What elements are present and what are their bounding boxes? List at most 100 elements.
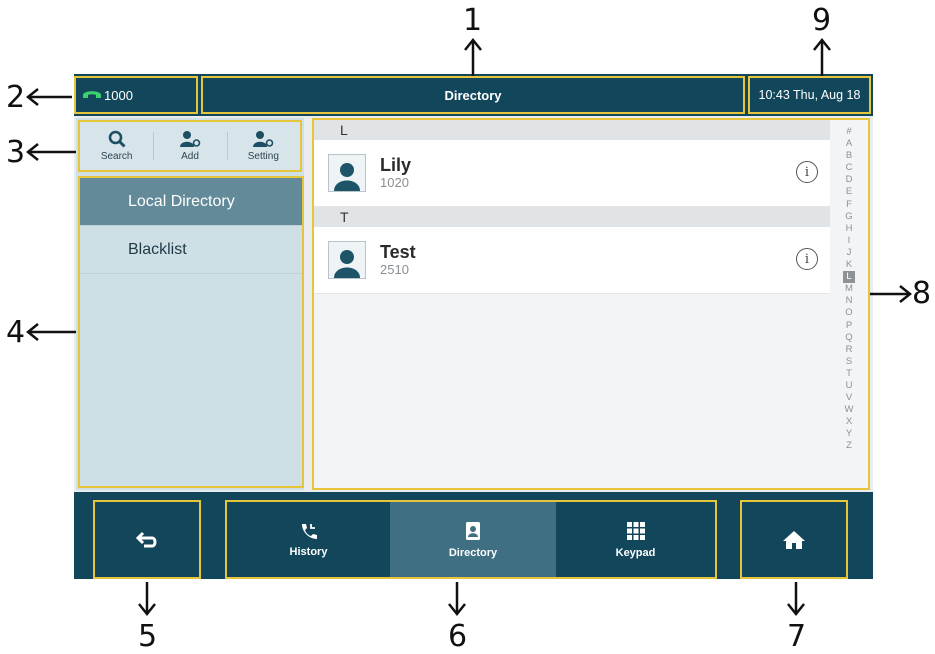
- datetime-box: 10:43 Thu, Aug 18: [748, 76, 871, 114]
- index-letter[interactable]: T: [846, 367, 852, 379]
- call-history-icon: [301, 523, 317, 539]
- callout-6: 6: [448, 619, 468, 654]
- arrow-6: [448, 582, 466, 616]
- contact-name: Lily: [380, 155, 412, 175]
- group-item-local-directory[interactable]: Local Directory: [80, 178, 302, 226]
- page-title-box: Directory: [201, 76, 745, 114]
- page-title: Directory: [444, 87, 502, 103]
- index-letter[interactable]: C: [845, 162, 853, 174]
- search-icon: [108, 130, 126, 148]
- arrow-7: [787, 582, 805, 616]
- index-letter[interactable]: K: [845, 259, 853, 271]
- nav-directory[interactable]: Directory: [390, 502, 556, 577]
- letter-header-label: T: [340, 209, 349, 225]
- index-letter[interactable]: I: [847, 234, 851, 246]
- nav-keypad[interactable]: Keypad: [556, 502, 715, 577]
- setting-button[interactable]: Setting: [226, 122, 300, 170]
- index-letter[interactable]: S: [845, 355, 853, 367]
- add-contact-icon: [179, 131, 201, 147]
- index-letter[interactable]: R: [845, 343, 853, 355]
- index-letter[interactable]: M: [845, 283, 853, 295]
- index-letter[interactable]: J: [846, 246, 852, 258]
- search-label: Search: [100, 151, 133, 162]
- directory-icon: [466, 521, 480, 540]
- info-icon[interactable]: i: [796, 161, 818, 183]
- person-icon: [334, 250, 360, 278]
- callout-5: 5: [138, 619, 158, 654]
- nav-history[interactable]: History: [227, 502, 390, 577]
- index-letter[interactable]: Q: [845, 331, 853, 343]
- index-letter[interactable]: H: [845, 222, 853, 234]
- add-label: Add: [181, 151, 199, 162]
- group-item-blacklist[interactable]: Blacklist: [80, 226, 302, 274]
- contact-row[interactable]: Lily 1020 i: [314, 140, 830, 207]
- letter-header-label: L: [340, 122, 348, 138]
- arrow-5: [138, 582, 156, 616]
- index-letter[interactable]: O: [845, 307, 853, 319]
- nav-directory-label: Directory: [448, 546, 498, 559]
- index-letter[interactable]: W: [844, 404, 854, 416]
- home-button[interactable]: [740, 500, 848, 579]
- callout-8: 8: [912, 276, 932, 311]
- index-letter[interactable]: F: [846, 198, 852, 210]
- index-letter[interactable]: #: [846, 126, 852, 137]
- callout-3: 3: [6, 135, 26, 170]
- search-button[interactable]: Search: [80, 122, 153, 170]
- home-icon: [783, 530, 805, 549]
- back-button[interactable]: [93, 500, 201, 579]
- main-nav: History Directory Keypad: [225, 500, 717, 579]
- avatar: [328, 241, 366, 279]
- line-label: 1000: [104, 87, 133, 103]
- person-icon: [334, 163, 360, 191]
- arrow-8: [870, 285, 912, 303]
- index-letter[interactable]: X: [845, 416, 853, 428]
- contact-number: 1020: [380, 175, 409, 190]
- arrow-2: [26, 88, 72, 106]
- index-letter[interactable]: Z: [846, 440, 852, 452]
- index-letter[interactable]: P: [845, 319, 853, 331]
- callout-9: 9: [812, 3, 832, 38]
- info-icon[interactable]: i: [796, 248, 818, 270]
- directory-toolbar: Search Add Setting: [78, 120, 302, 172]
- callout-4: 4: [6, 315, 26, 350]
- contact-setting-icon: [253, 131, 274, 147]
- index-letter[interactable]: G: [845, 210, 853, 222]
- arrow-4: [26, 323, 76, 341]
- contact-name: Test: [380, 242, 416, 262]
- callout-2: 2: [6, 80, 26, 115]
- index-letter[interactable]: Y: [845, 428, 853, 440]
- index-letter[interactable]: D: [845, 174, 853, 186]
- index-letter[interactable]: A: [845, 138, 853, 150]
- index-letter[interactable]: V: [845, 392, 853, 404]
- contact-row[interactable]: Test 2510 i: [314, 227, 830, 294]
- status-bar: [74, 74, 873, 116]
- index-letter[interactable]: U: [845, 379, 853, 391]
- phone-handset-icon: [83, 91, 101, 98]
- index-letter[interactable]: E: [845, 186, 853, 198]
- letter-header: L: [314, 120, 830, 140]
- directory-group-list: Local Directory Blacklist: [78, 176, 304, 488]
- index-letter[interactable]: N: [845, 295, 853, 307]
- back-icon: [135, 531, 157, 547]
- line-status[interactable]: 1000: [74, 76, 198, 114]
- arrow-3: [26, 143, 76, 161]
- avatar: [328, 154, 366, 192]
- index-letter[interactable]: B: [845, 150, 853, 162]
- arrow-1: [464, 38, 482, 76]
- letter-header: T: [314, 207, 830, 227]
- callout-7: 7: [787, 619, 807, 654]
- group-label: Local Directory: [128, 192, 235, 210]
- keypad-icon: [626, 521, 645, 540]
- datetime: 10:43 Thu, Aug 18: [758, 88, 861, 102]
- index-letter[interactable]: L: [843, 271, 855, 284]
- setting-label: Setting: [247, 151, 279, 162]
- contact-number: 2510: [380, 262, 409, 277]
- add-button[interactable]: Add: [153, 122, 226, 170]
- nav-keypad-label: Keypad: [615, 546, 656, 559]
- callout-1: 1: [463, 3, 483, 38]
- group-label: Blacklist: [128, 240, 187, 258]
- arrow-9: [813, 38, 831, 76]
- nav-history-label: History: [289, 545, 328, 558]
